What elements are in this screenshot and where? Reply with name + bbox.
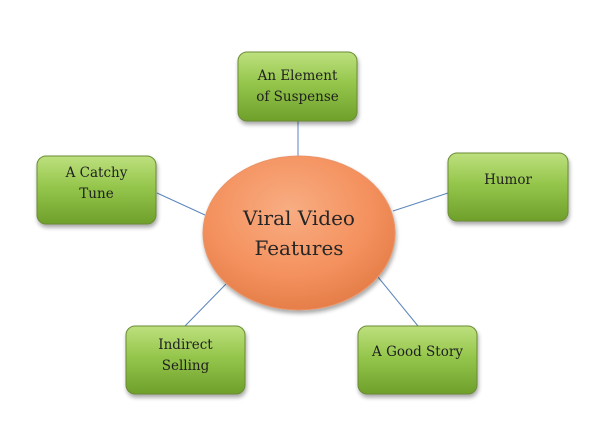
center-ellipse <box>202 155 396 311</box>
connector-story <box>377 276 419 327</box>
connector-humor <box>392 192 449 212</box>
node-tune-box <box>36 155 157 225</box>
node-humor-box <box>447 152 569 222</box>
connector-selling <box>184 283 227 327</box>
node-story-box <box>357 325 478 395</box>
connector-tune <box>156 192 206 216</box>
node-selling-box <box>125 325 246 395</box>
node-suspense-box <box>237 51 358 122</box>
